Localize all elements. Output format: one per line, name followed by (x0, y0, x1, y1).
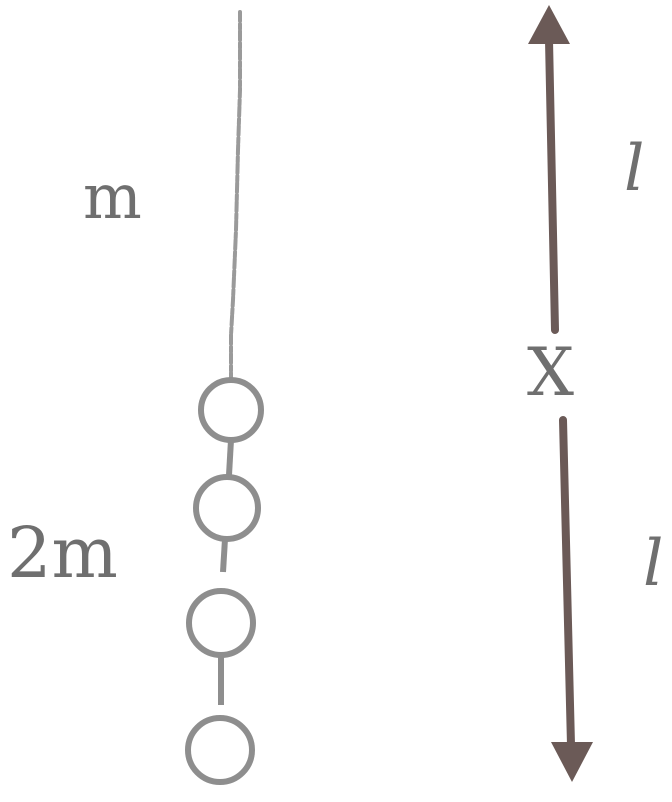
chain-link (186, 588, 256, 658)
lower-length-arrow (551, 416, 593, 782)
chain-connector (220, 538, 228, 573)
chain-connector (226, 439, 234, 476)
lower-length-label: l (643, 527, 663, 601)
upper-length-label: l (624, 132, 644, 206)
string-mass-label: m (83, 160, 142, 233)
chain (185, 377, 264, 785)
upper-length-arrow (528, 5, 570, 334)
string-segment (229, 10, 242, 382)
junction-label: X (527, 334, 574, 411)
chain-link (185, 715, 255, 785)
chain-link (198, 377, 264, 443)
chain-mass-label: 2m (7, 512, 118, 594)
chain-link (193, 474, 261, 542)
